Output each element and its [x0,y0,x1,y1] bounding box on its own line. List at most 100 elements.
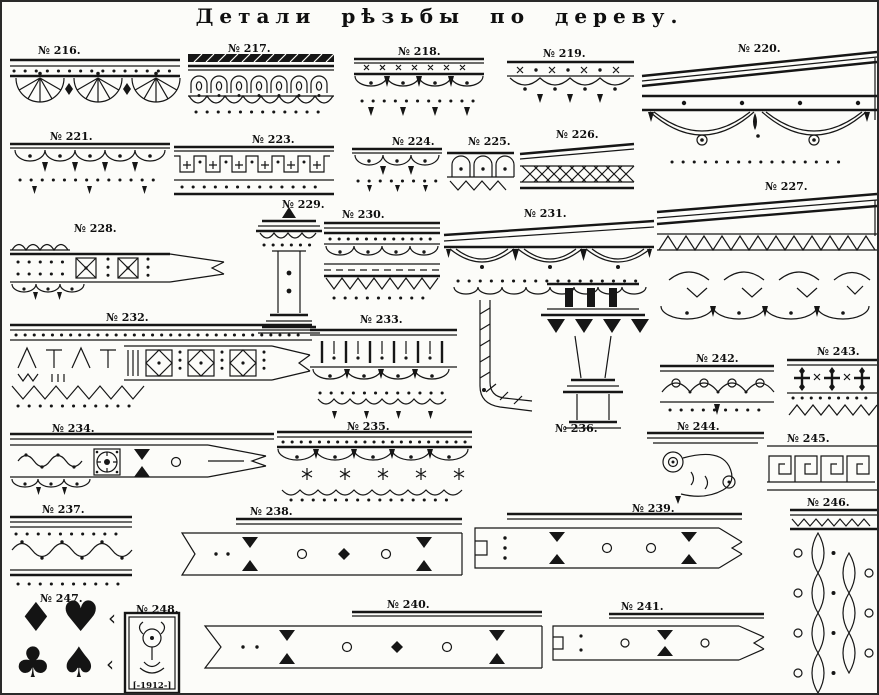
detail-216: № 216. [10,44,181,123]
detail-label-239: № 239. [632,502,675,515]
detail-label-248: № 248. [136,603,179,616]
detail-223-drawing [174,145,334,196]
detail-224-drawing [352,147,442,192]
detail-219-drawing [507,60,634,103]
detail-235-drawing [277,430,472,502]
detail-label-221: № 221. [50,130,93,143]
detail-228: № 228. [10,222,227,307]
detail-233-drawing [310,328,457,419]
detail-218-drawing [354,57,484,116]
detail-label-217: № 217. [228,42,271,55]
detail-237: № 237. [10,503,133,600]
emblem-inscription: [-1912-] [132,681,172,691]
detail-label-225: № 225. [468,135,511,148]
detail-234-drawing [10,432,274,495]
detail-235: № 235. [277,420,472,504]
chevron-mark-icon: ‹ [106,652,114,676]
detail-219: № 219. [507,47,634,117]
detail-245: № 245. [767,432,877,494]
detail-232: № 232. [10,311,312,422]
detail-label-244: № 244. [677,420,720,433]
detail-label-247: № 247. [40,592,83,605]
detail-240: № 240. [197,598,543,693]
detail-label-230: № 230. [342,208,385,221]
detail-label-228: № 228. [74,222,117,235]
detail-229-drawing [256,207,322,334]
plate-title: Детали рѣзьбы по дереву. [195,4,684,28]
detail-217-drawing [188,53,335,114]
detail-247: № 247. ♦ ♥ ‹ ♣ ♠ ‹ [10,592,120,693]
detail-225-drawing [447,151,515,191]
detail-label-245: № 245. [787,432,830,445]
detail-label-220: № 220. [738,42,781,55]
detail-246-drawing [790,508,877,693]
detail-234: № 234. [10,422,274,500]
detail-218: № 218. [354,45,484,124]
chevron-mark-icon: ‹ [108,606,116,630]
detail-239: № 239. [467,502,743,597]
detail-label-240: № 240. [387,598,430,611]
detail-248: № 248. [-1912-] [123,603,181,693]
detail-227-drawing [656,192,877,320]
detail-230: № 230. [324,208,440,307]
detail-246: № 246. [790,496,877,693]
detail-241-drawing [552,612,765,661]
diamond-suit-icon: ♦ [18,595,54,641]
detail-label-236: № 236. [555,422,598,435]
detail-244-drawing [647,431,764,504]
detail-217: № 217. [188,42,335,124]
corner-bracket [470,300,533,422]
detail-label-229: № 229. [282,198,325,211]
detail-label-243: № 243. [817,345,860,358]
detail-label-234: № 234. [52,422,95,435]
detail-229: № 229. [254,198,325,334]
detail-label-216: № 216. [38,44,81,57]
detail-226: № 226. [519,128,635,194]
detail-241: № 241. [547,600,765,667]
detail-label-227: № 227. [765,180,808,193]
detail-227: № 227. [656,180,877,332]
corner-bracket-drawing [479,300,533,412]
heart-suit-icon: ♥ [62,592,100,641]
detail-230-drawing [324,221,440,300]
detail-label-238: № 238. [250,505,293,518]
detail-237-drawing [10,515,133,586]
detail-239-drawing [474,512,743,569]
detail-242: № 242. [660,352,775,424]
detail-238-drawing [180,517,463,576]
detail-label-231: № 231. [524,207,567,220]
detail-221-drawing [10,142,170,194]
detail-label-237: № 237. [42,503,85,516]
detail-label-232: № 232. [106,311,149,324]
detail-220-drawing [641,50,877,164]
detail-228-drawing [10,243,225,300]
detail-232-drawing [10,323,312,408]
detail-238: № 238. [172,505,463,597]
detail-label-246: № 246. [807,496,850,509]
detail-226-drawing [519,142,635,190]
detail-label-242: № 242. [696,352,739,365]
detail-224: № 224. [352,135,442,194]
detail-220: № 220. [641,42,877,180]
detail-label-235: № 235. [347,420,390,433]
detail-221: № 221. [10,130,170,200]
detail-240-drawing [203,610,543,669]
detail-label-224: № 224. [392,135,435,148]
detail-236: № 236. [537,282,649,435]
detail-216-drawing [10,58,181,103]
detail-225: № 225. [447,135,515,194]
detail-245-drawing [767,445,877,491]
detail-label-219: № 219. [543,47,586,60]
detail-248-drawing [123,611,181,693]
detail-223: № 223. [174,133,334,200]
detail-label-233: № 233. [360,313,403,326]
detail-243-drawing [787,358,877,416]
detail-label-226: № 226. [556,128,599,141]
club-suit-icon: ♣ [14,638,52,687]
detail-244: № 244. [647,420,764,504]
detail-233: № 233. [310,313,457,424]
detail-243: № 243. [787,345,877,422]
detail-label-223: № 223. [252,133,295,146]
detail-242-drawing [660,364,775,415]
